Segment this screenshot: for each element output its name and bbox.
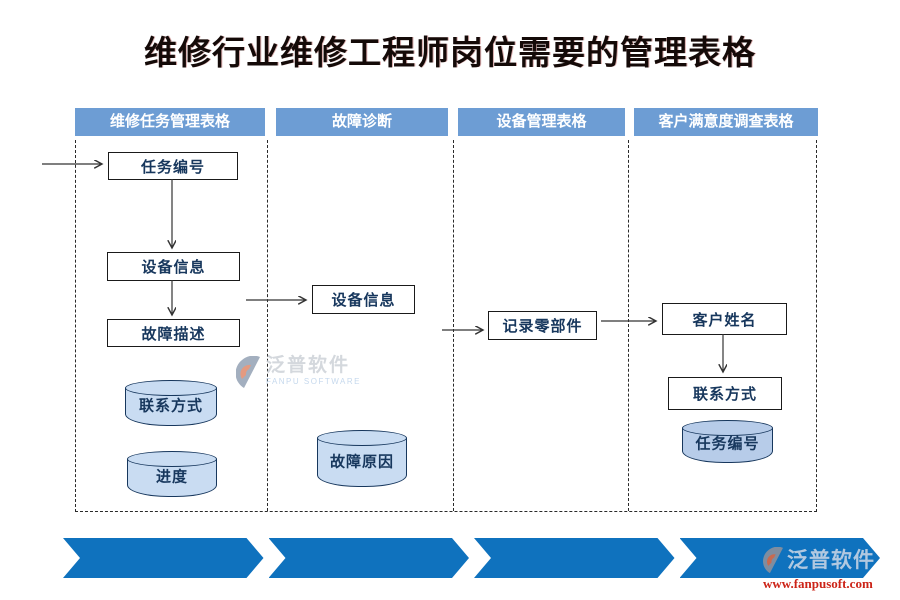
watermark-url: www.fanpusoft.com	[763, 576, 873, 591]
node-label: 任务编号	[140, 158, 205, 176]
fanpu-logo-icon	[236, 356, 260, 388]
node-label: 客户姓名	[692, 311, 757, 329]
cylinder-top	[682, 420, 773, 436]
watermark-bottom-right: 泛普软件 www.fanpusoft.com	[763, 547, 875, 590]
db-task-number: 任务编号	[682, 420, 773, 463]
cylinder-top	[127, 451, 217, 467]
cylinder-top	[317, 430, 407, 446]
swimlane-frame	[75, 140, 817, 512]
node-task-number: 任务编号	[108, 152, 238, 180]
node-label: 联系方式	[692, 386, 757, 403]
node-fault-description: 故障描述	[107, 319, 240, 347]
node-customer-name: 客户姓名	[662, 303, 787, 335]
db-contact-info: 联系方式	[125, 380, 217, 426]
lane-header-satisfaction: 客户满意度调查表格	[634, 108, 818, 136]
process-step-1	[63, 538, 264, 578]
lane-header-device-mgmt: 设备管理表格	[458, 108, 625, 136]
lane-header-fault-diagnosis: 故障诊断	[276, 108, 448, 136]
fanpu-logo-icon	[763, 547, 783, 574]
lane-divider-1	[267, 140, 268, 511]
lane-divider-2	[453, 140, 454, 511]
process-step-4	[680, 538, 881, 578]
process-step-2	[269, 538, 470, 578]
watermark-brand: 泛普软件	[266, 355, 351, 376]
node-label: 设备信息	[331, 292, 396, 309]
page-title: 维修行业维修工程师岗位需要的管理表格	[144, 36, 756, 72]
node-device-info-2: 设备信息	[312, 285, 415, 314]
node-device-info: 设备信息	[107, 252, 240, 281]
node-label: 故障原因	[329, 453, 394, 471]
node-label: 任务编号	[695, 435, 760, 453]
process-bar	[63, 538, 880, 578]
db-fault-cause: 故障原因	[317, 430, 407, 487]
process-step-3	[474, 538, 675, 578]
node-label: 故障描述	[141, 325, 206, 343]
watermark-center: 泛普软件 FANPU SOFTWARE	[236, 356, 361, 389]
db-progress: 进度	[127, 451, 217, 497]
watermark-brand: 泛普软件	[787, 549, 875, 572]
node-label: 联系方式	[138, 397, 203, 415]
cylinder-top	[125, 380, 217, 396]
lane-header-repair-task: 维修任务管理表格	[75, 108, 265, 136]
lane-divider-3	[628, 140, 629, 511]
node-label: 进度	[155, 468, 188, 486]
node-label: 设备信息	[141, 259, 206, 276]
node-label: 记录零部件	[502, 318, 583, 335]
watermark-subtitle: FANPU SOFTWARE	[266, 377, 361, 386]
node-record-parts: 记录零部件	[488, 311, 597, 340]
node-contact-info-2: 联系方式	[668, 377, 782, 410]
cylinder-body	[317, 438, 407, 487]
